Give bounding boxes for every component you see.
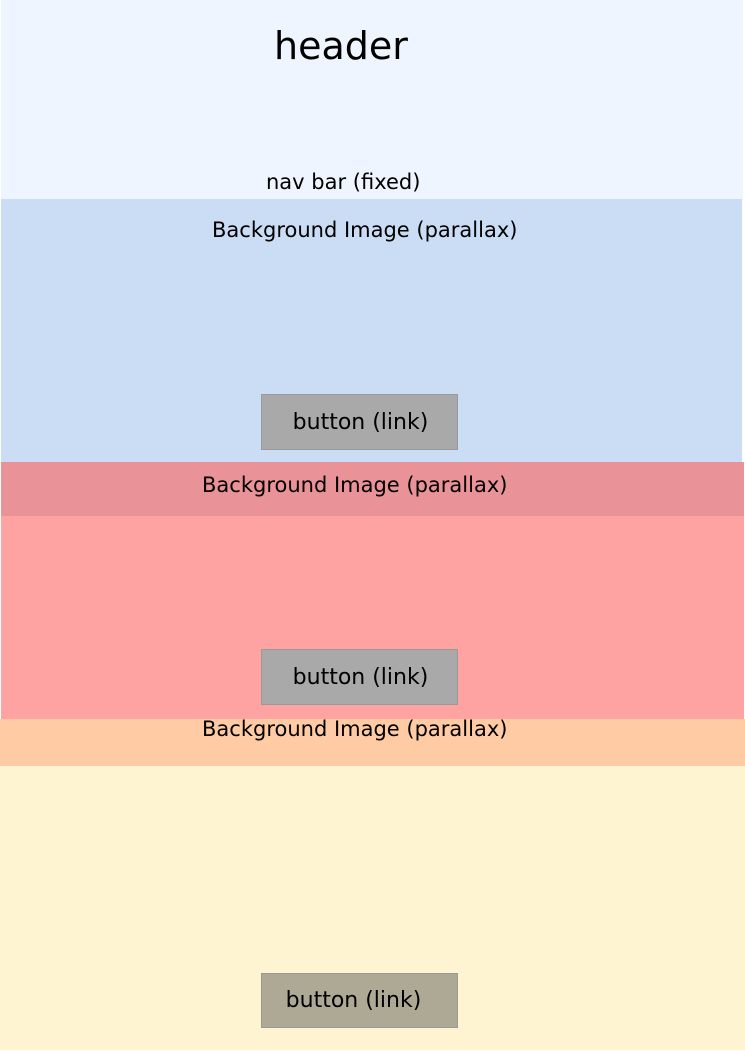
section-3-link-button[interactable]: button (link) [261,973,458,1028]
header-title: header [274,24,408,68]
section-2-link-button[interactable]: button (link) [261,649,458,705]
section-2-label: Background Image (parallax) [202,473,508,497]
section-3-title-band [0,719,745,766]
nav-bar-label: nav bar (fixed) [266,170,421,194]
section-3-label: Background Image (parallax) [202,717,508,741]
section-1-link-button[interactable]: button (link) [261,394,458,450]
header-block [1,0,743,199]
section-1-label: Background Image (parallax) [212,218,518,242]
section-2-title-band [1,462,744,516]
